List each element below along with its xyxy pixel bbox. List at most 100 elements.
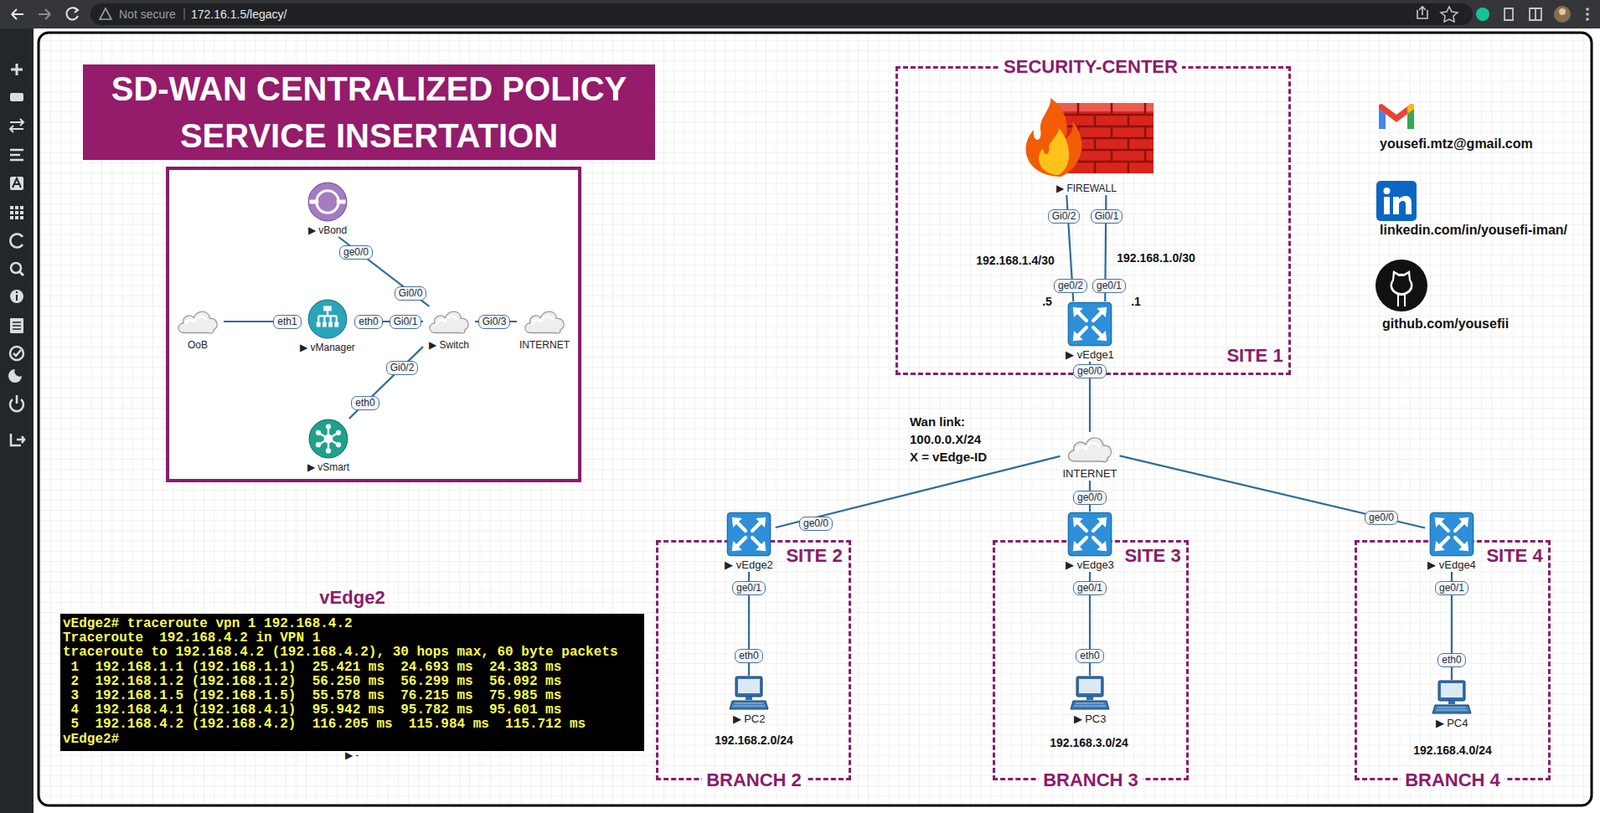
browser-bar [0, 0, 1600, 29]
pc-symbol [1068, 676, 1111, 712]
terminal-line: 3 192.168.1.5 (192.168.1.5) 55.578 ms 76… [62, 689, 642, 704]
label-row: ▶ vSmart [304, 459, 352, 475]
vbond-icon [304, 181, 351, 222]
interface-tag: Gi0/3 [478, 314, 511, 330]
interface-tag: ge0/0 [1364, 510, 1399, 526]
controller-node: ▶ vSmart [304, 418, 352, 475]
terminal-line: 5 192.168.4.2 (192.168.4.2) 116.205 ms 1… [62, 717, 642, 733]
device-label: ▶ PC3 [1073, 712, 1107, 727]
vedge-icon [1063, 301, 1117, 347]
interface-tag: Gi0/2 [1047, 209, 1081, 224]
interface-tag: eth0 [734, 649, 763, 664]
vman-symbol [307, 299, 348, 340]
link-line [338, 237, 429, 307]
text-label: 192.168.4.0/24 [1413, 743, 1492, 759]
pc-icon [1066, 676, 1114, 712]
firewall-node: ▶ FIREWALL [1012, 96, 1161, 196]
label-row: OoB [171, 336, 224, 352]
terminal-line: 4 192.168.4.1 (192.168.4.1) 95.942 ms 95… [62, 703, 642, 718]
interface-tag: Gi0/2 [386, 361, 419, 376]
vman-icon [297, 299, 358, 340]
linkedin-icon [1376, 180, 1417, 222]
device-label: ▶ vSmart [307, 461, 350, 474]
device-label: ▶ FIREWALL [1056, 182, 1117, 195]
terminal-line: Traceroute 192.168.4.2 in VPN 1 [62, 631, 642, 646]
vedge-symbol [726, 511, 772, 558]
region-label: BRANCH 2 [701, 769, 806, 792]
vedge-symbol [1067, 301, 1113, 347]
interface-tag: eth0 [350, 396, 379, 411]
device-label: ▶ PC2 [732, 712, 766, 727]
terminal-heading: vEdge2 [319, 587, 385, 610]
cloud-icon [423, 306, 475, 337]
device-label: ▶ PC4 [1435, 717, 1469, 731]
cloud-node: OoB [171, 306, 224, 352]
region-heading: SITE 4 [1481, 545, 1547, 568]
cloud-node: INTERNET [516, 306, 573, 352]
terminal-line: 1 192.168.1.1 (192.168.1.1) 25.421 ms 24… [62, 660, 642, 676]
cloud-symbol [1063, 432, 1116, 466]
gmail-icon [1378, 103, 1415, 130]
link-line [1120, 455, 1426, 528]
interface-tag: ge0/2 [1053, 278, 1088, 294]
region-label: SITE 1 [1222, 345, 1287, 367]
vedge-icon [1424, 511, 1479, 558]
interface-tag: eth1 [273, 314, 301, 330]
text-label: 192.168.2.0/24 [714, 732, 793, 749]
vsmart-icon [304, 418, 352, 460]
text-label: X = vEdge-ID [909, 449, 987, 465]
text-label: 100.0.0.X/24 [909, 431, 981, 448]
interface-tag: ge0/1 [1434, 581, 1469, 596]
terminal-line: vEdge2# [62, 732, 642, 748]
text-label: ▶ - [345, 749, 359, 763]
vedge-symbol [1429, 511, 1475, 558]
terminal-line: vEdge2# traceroute vpn 1 192.168.4.2 [62, 617, 642, 632]
pc-icon [725, 676, 773, 712]
fw-icon [1012, 96, 1161, 181]
label-row: ▶ PC4 [1428, 715, 1476, 731]
vedge-icon [722, 511, 776, 558]
text-label: linkedin.com/in/yousefi-iman/ [1379, 221, 1568, 239]
vsmart-symbol [308, 418, 349, 460]
label-row: ▶ vEdge4 [1424, 557, 1479, 573]
device-label: INTERNET [519, 339, 570, 351]
pc-symbol [727, 676, 770, 712]
region-heading: SITE 3 [1120, 545, 1185, 568]
cloud-node: INTERNET [1060, 432, 1120, 481]
fw-symbol [1015, 96, 1158, 181]
pc-icon [1428, 680, 1476, 716]
label-row: ▶ vManager [297, 339, 358, 355]
interface-tag: eth0 [1075, 649, 1104, 664]
inset-frame [167, 168, 580, 481]
text-label: .1 [1130, 294, 1141, 310]
interface-tag: Gi0/0 [394, 286, 428, 301]
device-label: OoB [187, 339, 208, 351]
device-label: ▶ vEdge2 [724, 558, 774, 573]
device-label: ▶ vEdge4 [1427, 558, 1477, 573]
text-label: Not secure [118, 6, 176, 22]
region-label: BRANCH 4 [1400, 769, 1505, 792]
device-label: ▶ vEdge1 [1065, 348, 1115, 362]
pc-symbol [1430, 680, 1473, 716]
interface-tag: ge0/0 [1073, 364, 1107, 379]
terminal-box: vEdge2vEdge2# traceroute vpn 1 192.168.4… [60, 614, 645, 752]
diagram-title: SD-WAN CENTRALIZED POLICY SERVICE INSERT… [82, 64, 656, 160]
vedge-icon [1063, 511, 1117, 558]
device-label: ▶ vEdge3 [1065, 558, 1115, 573]
label-row: ▶ vEdge2 [722, 557, 776, 573]
label-row: INTERNET [1060, 465, 1120, 481]
pc-node: ▶ PC3 [1066, 676, 1114, 727]
interface-tag: ge0/0 [799, 516, 833, 532]
text-label: yousefi.mtz@gmail.com [1379, 135, 1533, 153]
router-node: ▶ vEdge1 [1063, 301, 1117, 362]
sidebar [0, 28, 34, 813]
router-node: ▶ vEdge4 [1424, 511, 1479, 573]
device-label: ▶ vBond [308, 224, 347, 237]
text-label: 192.168.1.0/30 [1116, 250, 1195, 266]
router-node: ▶ vEdge2 [722, 511, 776, 573]
region-heading: SITE 2 [781, 545, 847, 568]
router-node: ▶ vEdge3 [1063, 511, 1117, 573]
label-row: ▶ FIREWALL [1012, 180, 1161, 196]
label-row: INTERNET [516, 336, 573, 352]
terminal-line: traceroute to 192.168.4.2 (192.168.4.2),… [62, 645, 642, 661]
